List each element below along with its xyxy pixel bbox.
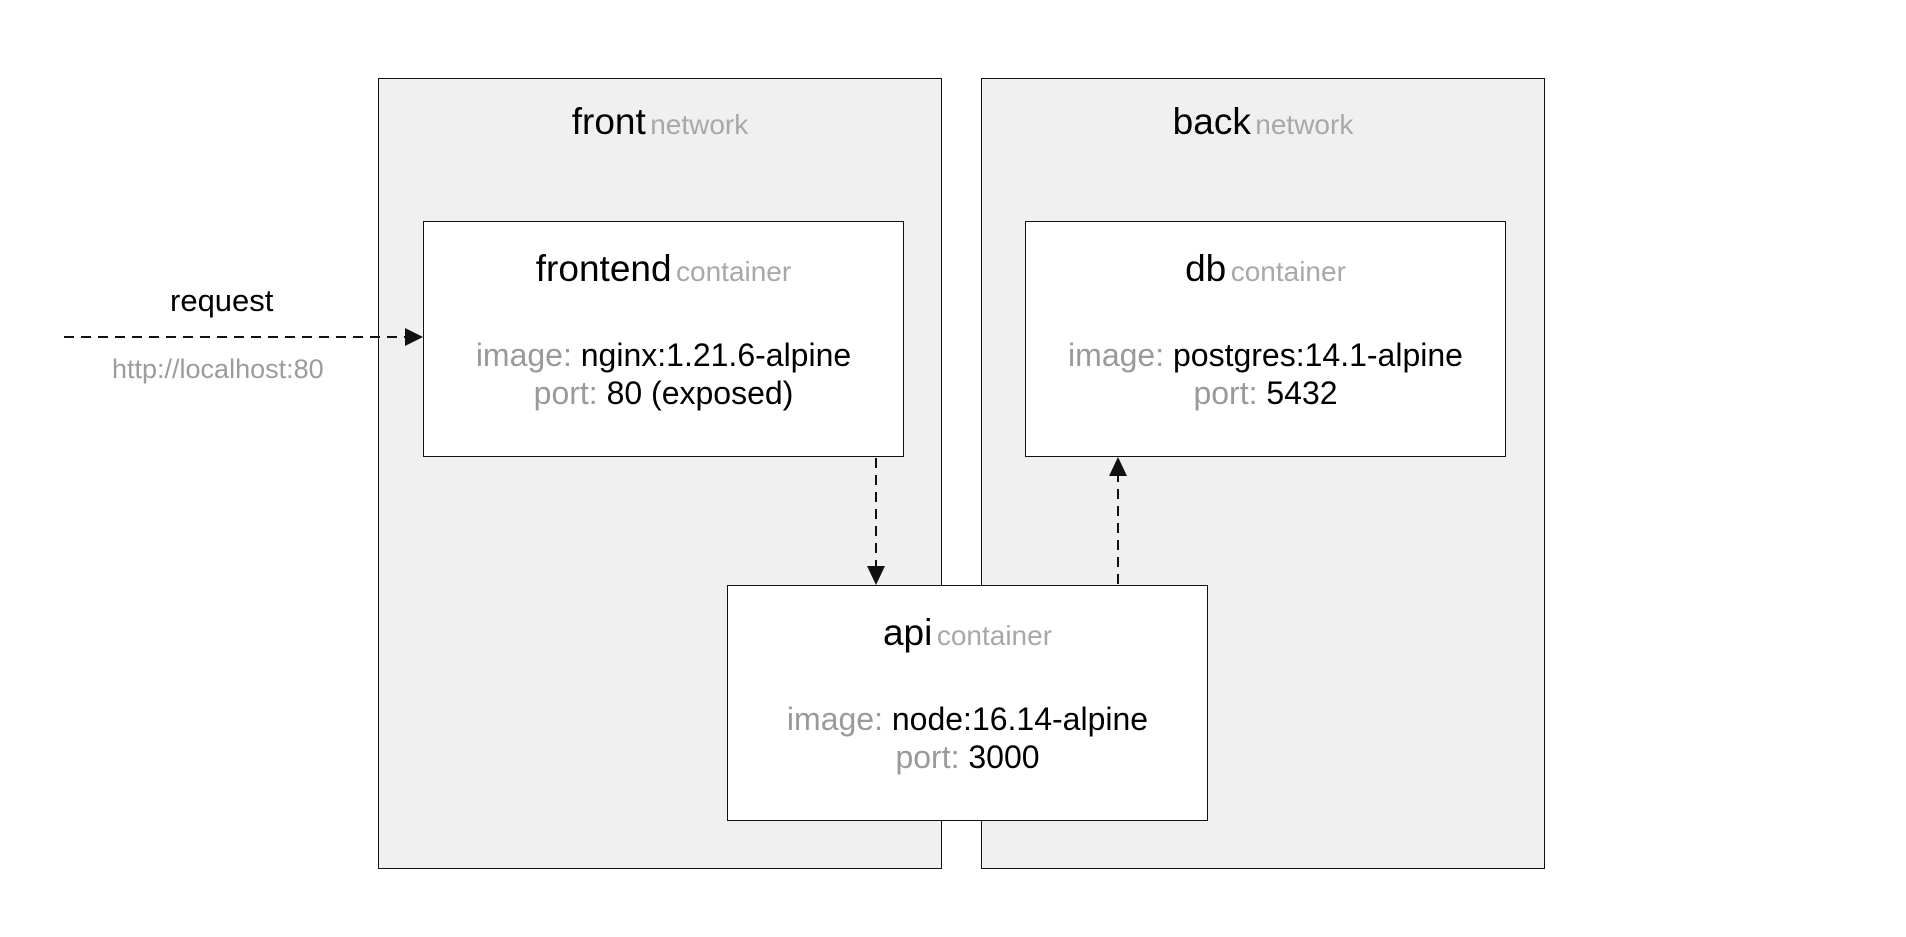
image-row: image: postgres:14.1-alpine bbox=[1026, 336, 1505, 374]
port-row: port: 5432 bbox=[1026, 374, 1505, 412]
container-kind: container bbox=[1230, 256, 1346, 287]
frontend-to-api-arrow bbox=[867, 458, 885, 585]
container-kind: container bbox=[936, 620, 1053, 651]
back-network-title: back network bbox=[982, 101, 1544, 143]
request-url: http://localhost:80 bbox=[112, 354, 324, 384]
port-value: 3000 bbox=[968, 739, 1040, 775]
db-container: db container image: postgres:14.1-alpine… bbox=[1025, 221, 1506, 457]
network-kind: network bbox=[650, 109, 749, 140]
container-title: api container bbox=[728, 612, 1207, 654]
image-row: image: nginx:1.21.6-alpine bbox=[424, 336, 903, 374]
network-kind: network bbox=[1255, 109, 1354, 140]
container-properties: image: nginx:1.21.6-alpine port: 80 (exp… bbox=[424, 336, 903, 412]
image-value: nginx:1.21.6-alpine bbox=[580, 337, 852, 373]
image-label: image: bbox=[786, 701, 883, 737]
port-row: port: 80 (exposed) bbox=[424, 374, 903, 412]
request-label: request bbox=[170, 283, 274, 318]
api-to-db-arrow bbox=[1109, 457, 1127, 584]
port-row: port: 3000 bbox=[728, 738, 1207, 776]
network-name: front bbox=[571, 101, 646, 142]
image-label: image: bbox=[475, 337, 572, 373]
image-row: image: node:16.14-alpine bbox=[728, 700, 1207, 738]
container-title: db container bbox=[1026, 248, 1505, 290]
container-properties: image: node:16.14-alpine port: 3000 bbox=[728, 700, 1207, 776]
image-label: image: bbox=[1068, 337, 1165, 373]
front-network: front network bbox=[378, 78, 942, 869]
container-name: api bbox=[882, 612, 933, 653]
container-kind: container bbox=[676, 256, 792, 287]
port-value: 80 (exposed) bbox=[606, 375, 794, 411]
container-title: frontend container bbox=[424, 248, 903, 290]
container-name: frontend bbox=[535, 248, 672, 289]
api-container: api container image: node:16.14-alpine p… bbox=[727, 585, 1208, 821]
port-label: port: bbox=[895, 739, 960, 775]
front-network-title: front network bbox=[379, 101, 941, 143]
request-arrow bbox=[64, 328, 423, 346]
image-value: postgres:14.1-alpine bbox=[1172, 337, 1463, 373]
port-label: port: bbox=[1193, 375, 1258, 411]
port-label: port: bbox=[533, 375, 598, 411]
container-properties: image: postgres:14.1-alpine port: 5432 bbox=[1026, 336, 1505, 412]
image-value: node:16.14-alpine bbox=[891, 701, 1149, 737]
network-name: back bbox=[1172, 101, 1251, 142]
port-value: 5432 bbox=[1266, 375, 1338, 411]
frontend-container: frontend container image: nginx:1.21.6-a… bbox=[423, 221, 904, 457]
container-name: db bbox=[1185, 248, 1227, 289]
